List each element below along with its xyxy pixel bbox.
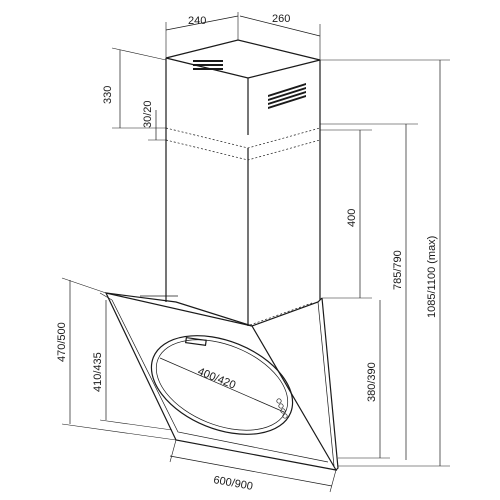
label-330: 330 <box>102 86 114 104</box>
vent-grille-right <box>268 83 306 109</box>
label-785-790: 785/790 <box>392 250 404 290</box>
chimney-joint <box>165 127 321 161</box>
button-1 <box>276 398 282 404</box>
dim-410-435: 410/435 <box>92 292 173 431</box>
glass-opening <box>150 335 294 435</box>
button-2 <box>278 403 284 409</box>
dim-330: 330 <box>102 47 167 129</box>
dim-1085-1100: 1085/1100 (max) <box>320 59 450 467</box>
dim-30-20: 30/20 <box>142 100 166 141</box>
dim-240: 240 <box>165 12 239 58</box>
label-380-390: 380/390 <box>366 362 378 402</box>
dim-400-420: 400/420 <box>159 357 285 413</box>
label-30-20: 30/20 <box>142 100 154 128</box>
dim-470-500: 470/500 <box>56 277 177 441</box>
label-410-435: 410/435 <box>92 352 104 392</box>
label-600-900: 600/900 <box>212 474 253 493</box>
chimney-lower <box>165 128 321 326</box>
label-1085-1100: 1085/1100 (max) <box>426 236 438 318</box>
button-4 <box>282 413 288 419</box>
dim-400: 400 <box>320 129 372 299</box>
label-260: 260 <box>272 13 290 25</box>
dim-260: 260 <box>239 13 321 60</box>
dim-380-390: 380/390 <box>338 300 390 459</box>
label-240: 240 <box>188 15 206 27</box>
control-buttons <box>276 398 288 419</box>
chimney-upper <box>165 39 321 135</box>
label-400: 400 <box>346 209 358 227</box>
label-470-500: 470/500 <box>56 322 68 362</box>
button-3 <box>280 408 286 414</box>
label-400-420: 400/420 <box>196 366 237 392</box>
dim-785-790: 785/790 <box>320 123 418 460</box>
light-bar <box>185 336 207 347</box>
dim-600-900: 600/900 <box>169 439 337 493</box>
vent-grille-left <box>193 60 223 70</box>
